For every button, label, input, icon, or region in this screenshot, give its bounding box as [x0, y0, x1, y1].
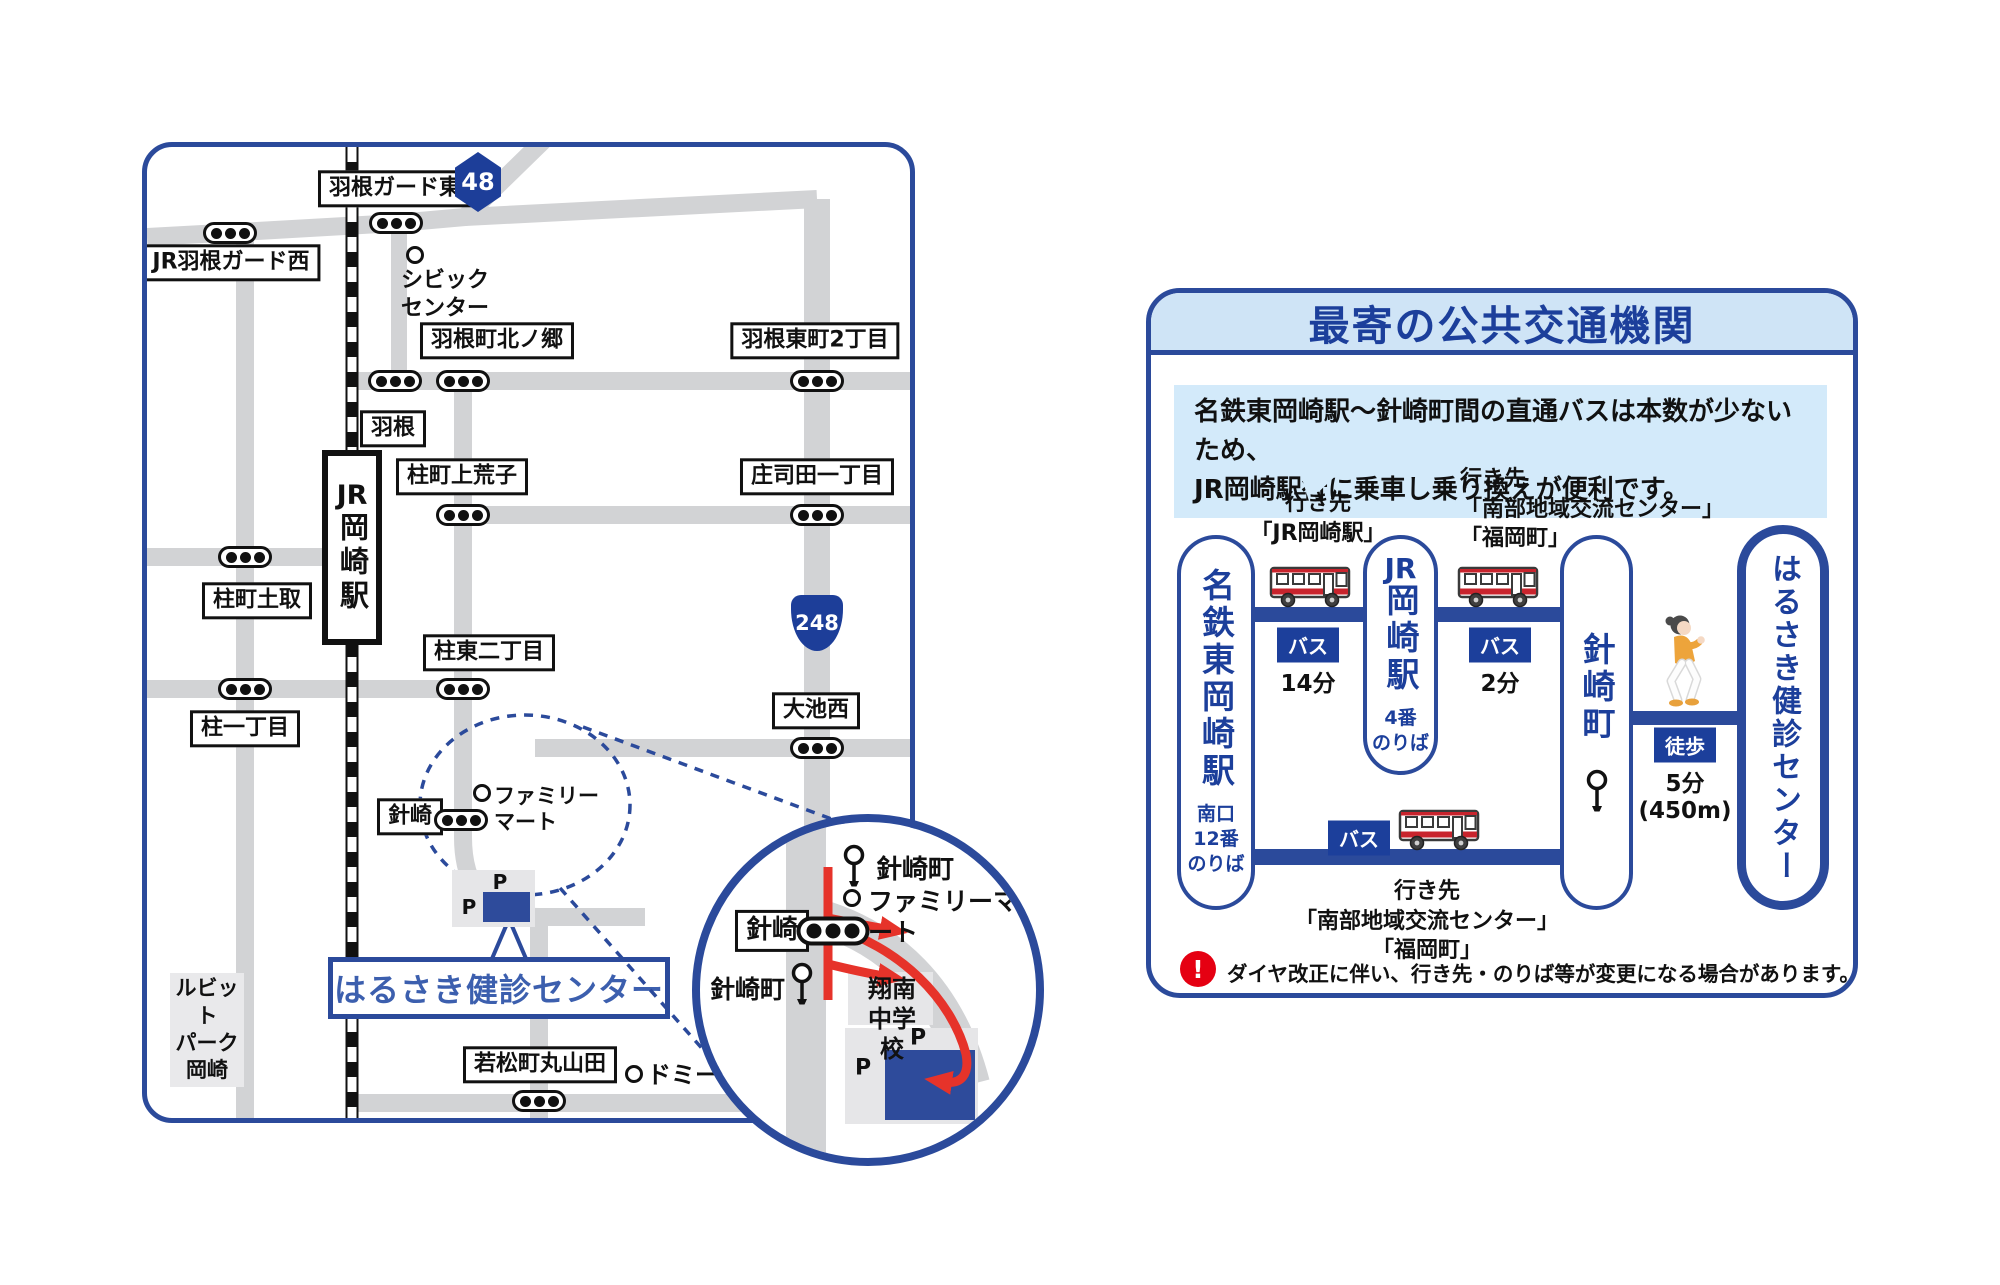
stop-name: 針崎町 — [1577, 632, 1616, 743]
leg2-destination: 行き先 「南部地域交流センター」 「福岡町」 — [1460, 467, 1725, 552]
station-name: 岡崎駅 — [335, 511, 370, 614]
walk-distance: (450m) — [1638, 798, 1732, 824]
stop-platform: 南口 12番 のりば — [1187, 803, 1245, 875]
parking-label: P — [909, 1025, 927, 1051]
stop-pill-harisaki-cho: 針崎町 — [1560, 535, 1633, 910]
signal-icon — [434, 809, 488, 831]
label-hanemachi-kitanogo: 羽根町北ノ郷 — [419, 322, 575, 360]
label-hane: 羽根 — [359, 410, 427, 448]
label-wakamatsu-maruyamada: 若松町丸山田 — [462, 1046, 618, 1084]
magnifier-stop-top-label: 針崎町 — [876, 855, 955, 885]
jr-okazaki-station-box: JR 岡崎駅 — [322, 450, 382, 645]
bus-icon — [1397, 807, 1481, 851]
signal-icon — [436, 370, 490, 392]
magnifier-stop-left-label: 針崎町 — [710, 975, 786, 1004]
label-family-mart: ファミリー マート — [494, 784, 599, 835]
stop-pill-harusaki-center: はるさき健診センター — [1737, 525, 1829, 910]
label-hane-higashi-2chome: 羽根東町2丁目 — [730, 322, 900, 360]
leg1-destination: 行き先 「JR岡崎駅」 — [1250, 491, 1386, 546]
stop-name: 岡崎駅 — [1381, 582, 1420, 694]
signal-icon — [369, 212, 423, 234]
parking-label: P — [492, 870, 508, 894]
notice-tail — [1299, 469, 1343, 501]
family-mart-marker-icon — [843, 889, 861, 907]
magnifier-family-mart-label: ファミリーマート — [868, 887, 1019, 948]
road-top-branch — [464, 190, 818, 226]
leg1-time: 14分 — [1280, 671, 1336, 697]
bus-icon — [1456, 564, 1540, 608]
magnifier-inset: 針崎町 ファミリーマート 針崎 針崎町 翔南 中学校 P P — [700, 822, 1036, 1158]
label-shojida-1chome: 庄司田一丁目 — [739, 458, 895, 496]
magnifier-roads — [786, 822, 990, 1158]
family-mart-marker-icon — [473, 784, 491, 802]
leg3-mode-badge: バス — [1328, 820, 1390, 856]
signal-icon — [790, 504, 844, 526]
transit-notice: 名鉄東岡崎駅〜針崎町間の直通バスは本数が少ないため、 JR岡崎駅行に乗車し乗り換… — [1174, 385, 1827, 518]
parking-label: P — [461, 895, 477, 919]
route-bar-leg2 — [1438, 607, 1560, 622]
walk-mode-badge: 徒歩 — [1654, 727, 1716, 763]
transit-title: 最寄の公共交通機関 — [1151, 293, 1853, 355]
route-bar-leg3 — [1255, 849, 1560, 865]
stop-pill-jr-okazaki: JR 岡崎駅 4番 のりば — [1363, 535, 1438, 775]
leg2-time: 2分 — [1480, 671, 1520, 697]
bus-stop-icon — [1583, 769, 1611, 813]
walk-time: 5分 — [1665, 771, 1705, 797]
label-civic-center: シビック センター — [401, 268, 490, 321]
route-bar-leg1 — [1255, 607, 1363, 622]
bus-stop-icon — [840, 844, 868, 888]
signal-icon — [790, 370, 844, 392]
label-hashira-tsuchitori: 柱町土取 — [201, 582, 313, 620]
signal-icon — [790, 737, 844, 759]
leg2-mode-badge: バス — [1469, 627, 1531, 663]
signal-icon — [436, 504, 490, 526]
station-prefix: JR — [336, 479, 368, 511]
signal-icon — [796, 916, 870, 946]
stop-pill-meitetsu: 名鉄東岡崎駅 南口 12番 のりば — [1177, 535, 1255, 910]
leg1-mode-badge: バス — [1277, 627, 1339, 663]
civic-center-marker-icon — [406, 246, 424, 264]
signal-icon — [436, 678, 490, 700]
route-bar-walk — [1633, 711, 1737, 725]
label-hane-guard-east: 羽根ガード東 — [317, 170, 473, 208]
label-jr-hane-guard-west: JR羽根ガード西 — [147, 244, 321, 282]
center-callout-label: はるさき健診センター — [328, 957, 670, 1019]
road-map-panel: 48 248 JR 岡崎駅 羽根ガード東 JR羽根ガード西 羽根町北ノ郷 羽根東… — [142, 142, 915, 1123]
signal-icon — [218, 546, 272, 568]
signal-icon — [512, 1090, 566, 1112]
signal-icon — [218, 678, 272, 700]
bus-icon — [1268, 564, 1352, 608]
label-oike-nishi: 大池西 — [771, 692, 861, 730]
warning-icon: ! — [1180, 951, 1216, 987]
label-rubit-park: ルビット パーク 岡崎 — [170, 973, 244, 1087]
bus-stop-icon — [788, 962, 816, 1006]
label-hashira-1chome: 柱一丁目 — [189, 710, 301, 748]
stop-platform: 4番 のりば — [1371, 706, 1429, 754]
signal-icon — [368, 370, 422, 392]
label-hashira-kamiarako: 柱町上荒子 — [395, 458, 529, 496]
walking-person-icon — [1654, 613, 1714, 708]
magnifier-school-label: 翔南 中学校 — [868, 975, 916, 1063]
transit-panel: 最寄の公共交通機関 名鉄東岡崎駅〜針崎町間の直通バスは本数が少ないため、 JR岡… — [1146, 288, 1858, 998]
stop-name: はるさき健診センター — [1766, 552, 1801, 883]
leg3-destination: 行き先 「南部地域交流センター」 「福岡町」 — [1294, 879, 1560, 964]
domy-marker-icon — [625, 1065, 643, 1083]
label-hashira-higashi-2chome: 柱東二丁目 — [422, 634, 556, 672]
stop-name-prefix: JR — [1384, 551, 1417, 585]
label-domy: ドミー — [647, 1061, 719, 1089]
center-building — [483, 892, 530, 922]
parking-label: P — [854, 1055, 872, 1081]
signal-icon — [203, 222, 257, 244]
label-harisaki: 針崎 — [376, 798, 444, 836]
stop-name: 名鉄東岡崎駅 — [1196, 568, 1236, 791]
warning-text: ダイヤ改正に伴い、行き先・のりば等が変更になる場合があります。 — [1227, 962, 1858, 986]
